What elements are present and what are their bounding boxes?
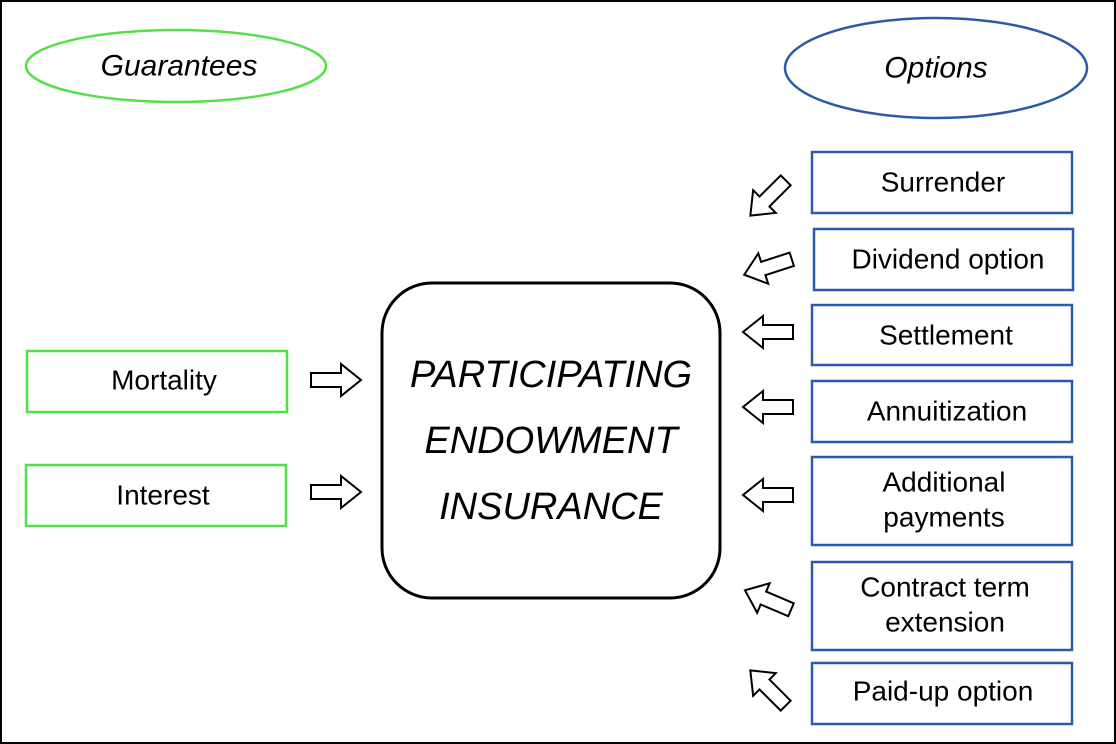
- option-label-line-1: Additional: [883, 467, 1006, 498]
- options-title: Options: [884, 52, 987, 85]
- arrow-up-left-icon: [749, 669, 793, 713]
- option-label: Annuitization: [867, 396, 1027, 427]
- arrow-left-icon: [741, 313, 794, 351]
- guarantee-box: [25, 349, 289, 414]
- option-label: Settlement: [879, 320, 1013, 351]
- arrow-up-left-icon: [743, 581, 796, 618]
- option-label-line-1: Contract term: [860, 572, 1030, 603]
- options-ellipse: [783, 16, 1089, 120]
- center-line-3: INSURANCE: [439, 486, 663, 528]
- option-label: Dividend option: [851, 244, 1044, 275]
- option-item-contract-term-extension: Contract term extension: [810, 560, 1074, 652]
- arrow-left-icon: [741, 388, 794, 426]
- center-product: PARTICIPATING ENDOWMENT INSURANCE: [380, 281, 722, 600]
- option-box: [810, 379, 1074, 444]
- guarantee-label: Interest: [116, 480, 210, 511]
- center-line-2: ENDOWMENT: [424, 420, 680, 462]
- option-label: Paid-up option: [853, 676, 1034, 707]
- arrow-left-icon: [742, 251, 796, 286]
- option-label-line-2: payments: [883, 502, 1004, 533]
- option-box: [810, 661, 1074, 726]
- option-item-additional-payments: Additional payments: [810, 455, 1074, 547]
- guarantees-ellipse: [24, 28, 328, 104]
- option-item-surrender: Surrender: [810, 150, 1074, 215]
- option-box: [810, 455, 1074, 547]
- center-box: [380, 281, 722, 600]
- guarantee-item-mortality: Mortality: [25, 349, 289, 414]
- guarantees-title: Guarantees: [101, 50, 258, 83]
- option-item-settlement: Settlement: [810, 303, 1074, 367]
- option-box: [810, 303, 1074, 367]
- arrow-down-left-icon: [749, 173, 793, 217]
- arrow-right-icon: [310, 361, 363, 399]
- guarantee-box: [24, 463, 288, 528]
- guarantee-label: Mortality: [111, 365, 217, 396]
- option-box: [812, 227, 1075, 292]
- option-label-line-2: extension: [885, 607, 1005, 638]
- option-box: [810, 150, 1074, 215]
- options-header: Options: [783, 16, 1089, 120]
- arrow-right-icon: [310, 473, 363, 511]
- arrow-left-icon: [741, 476, 794, 514]
- option-box: [810, 560, 1074, 652]
- guarantees-header: Guarantees: [24, 28, 328, 104]
- option-item-annuitization: Annuitization: [810, 379, 1074, 444]
- center-line-1: PARTICIPATING: [410, 354, 692, 396]
- option-item-paid-up: Paid-up option: [810, 661, 1074, 726]
- option-label: Surrender: [881, 167, 1006, 198]
- guarantee-item-interest: Interest: [24, 463, 288, 528]
- option-item-dividend: Dividend option: [812, 227, 1075, 292]
